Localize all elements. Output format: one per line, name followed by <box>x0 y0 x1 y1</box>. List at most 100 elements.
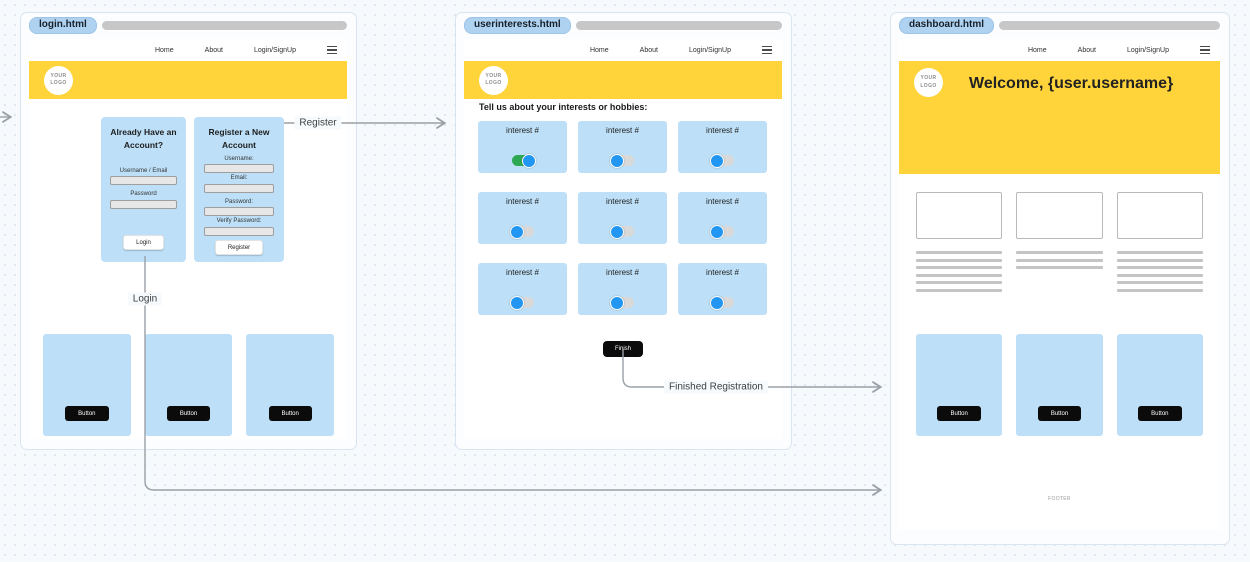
reg-email-input[interactable] <box>203 183 275 193</box>
interest-tile-label: interest # <box>706 268 739 277</box>
interest-tile: interest # <box>478 263 567 315</box>
hamburger-menu-icon[interactable] <box>327 46 337 54</box>
flow-label-finished-registration: Finished Registration <box>664 380 768 394</box>
interest-tile-label: interest # <box>506 126 539 135</box>
toggle-knob <box>521 153 536 168</box>
register-card-title: Register a New Account <box>208 127 270 150</box>
logo-circle: YOUR LOGO <box>914 68 943 97</box>
interests-prompt: Tell us about your interests or hobbies: <box>479 102 648 112</box>
interest-toggle[interactable] <box>609 153 634 168</box>
feature-card: Button <box>1016 334 1103 436</box>
nav-home[interactable]: Home <box>1027 46 1047 54</box>
logo-text: YOUR <box>485 72 502 79</box>
login-card: Already Have an Account? Username / Emai… <box>101 117 186 262</box>
feature-card-button[interactable]: Button <box>937 406 981 421</box>
nav-login-signup[interactable]: Login/SignUp <box>1126 46 1169 54</box>
interest-tile-label: interest # <box>606 126 639 135</box>
login-page: Home About Login/SignUp YOUR LOGO Alread… <box>29 39 347 439</box>
interest-toggle[interactable] <box>609 295 634 310</box>
interest-toggle[interactable] <box>509 295 534 310</box>
toggle-knob <box>709 295 724 310</box>
content-box-button[interactable]: Button <box>65 406 109 421</box>
flow-label-register: Register <box>294 116 342 130</box>
interest-tile: interest # <box>578 192 667 244</box>
dashboard-columns <box>916 192 1203 296</box>
tab-login-html[interactable]: login.html <box>29 17 97 34</box>
nav-login-signup[interactable]: Login/SignUp <box>253 46 296 54</box>
toggle-knob <box>609 224 624 239</box>
reg-verify-password-label: Verify Password: <box>216 218 262 224</box>
login-submit-button[interactable]: Login <box>123 235 164 250</box>
reg-password-input[interactable] <box>203 207 275 216</box>
register-submit-button[interactable]: Register <box>214 240 264 255</box>
password-label: Password <box>130 191 157 197</box>
url-bar[interactable] <box>999 21 1220 30</box>
content-placeholder-box <box>916 192 1003 239</box>
browser-chrome: dashboard.html <box>899 16 1220 35</box>
reg-verify-password-input[interactable] <box>203 226 275 236</box>
tab-dashboard-html[interactable]: dashboard.html <box>899 17 995 34</box>
content-box: Button <box>144 334 233 436</box>
interest-tile-label: interest # <box>606 268 639 277</box>
interest-toggle[interactable] <box>509 224 534 239</box>
hamburger-menu-icon[interactable] <box>762 46 772 54</box>
nav-home[interactable]: Home <box>589 46 609 54</box>
logo-circle: YOUR LOGO <box>479 65 508 95</box>
hamburger-menu-icon[interactable] <box>1200 46 1210 54</box>
username-email-label: Username / Email <box>119 167 168 174</box>
nav-about[interactable]: About <box>639 46 658 54</box>
top-nav: Home About Login/SignUp <box>464 39 782 61</box>
content-box: Button <box>43 334 131 436</box>
nav-login-signup[interactable]: Login/SignUp <box>688 46 731 54</box>
interest-toggle[interactable] <box>709 153 734 168</box>
welcome-heading: Welcome, {user.username} <box>969 75 1174 92</box>
footer-text: FOOTER <box>1048 496 1071 502</box>
content-box-button[interactable]: Button <box>268 406 312 421</box>
artboard-login: login.html Home About Login/SignUp YOUR … <box>20 12 357 450</box>
toggle-knob <box>509 295 524 310</box>
feature-card-button[interactable]: Button <box>1138 406 1182 421</box>
dashboard-column <box>1116 192 1203 296</box>
logo-text: LOGO <box>920 82 937 89</box>
username-email-input[interactable] <box>110 176 177 185</box>
interest-tile-label: interest # <box>606 197 639 206</box>
reg-username-input[interactable] <box>203 164 275 173</box>
artboard-dashboard: dashboard.html Home About Login/SignUp Y… <box>890 12 1230 545</box>
password-input[interactable] <box>110 199 177 209</box>
text-skeleton <box>916 251 1003 292</box>
logo-text: YOUR <box>920 75 937 81</box>
hero-banner: YOUR LOGO Welcome, {user.username} <box>899 61 1220 174</box>
url-bar[interactable] <box>575 21 782 30</box>
interest-toggle[interactable] <box>609 224 634 239</box>
interest-tile: interest # <box>678 121 767 173</box>
register-card: Register a New Account Username: Email: … <box>194 117 284 262</box>
reg-username-label: Username: <box>224 155 254 162</box>
logo-text: LOGO <box>485 80 502 86</box>
interest-tile: interest # <box>578 263 667 315</box>
interest-toggle[interactable] <box>709 224 734 239</box>
content-box-button[interactable]: Button <box>166 406 211 421</box>
logo-text: LOGO <box>50 80 67 86</box>
url-bar[interactable] <box>101 21 347 30</box>
feature-card-row: Button Button Button <box>916 334 1203 436</box>
logo-circle: YOUR LOGO <box>44 65 73 95</box>
feature-card-button[interactable]: Button <box>1037 406 1082 421</box>
dashboard-column <box>916 192 1003 296</box>
nav-home[interactable]: Home <box>154 46 174 54</box>
content-box-row: Button Button Button <box>43 334 335 436</box>
tab-userinterests-html[interactable]: userinterests.html <box>464 17 571 34</box>
dashboard-column <box>1016 192 1103 296</box>
toggle-knob <box>709 224 724 239</box>
top-nav: Home About Login/SignUp <box>29 39 347 61</box>
interest-toggle[interactable] <box>709 295 734 310</box>
header-banner: YOUR LOGO <box>29 61 347 99</box>
interest-tile: interest # <box>478 192 567 244</box>
browser-chrome: userinterests.html <box>464 16 782 35</box>
nav-about[interactable]: About <box>204 46 223 54</box>
interest-tile: interest # <box>678 192 767 244</box>
nav-about[interactable]: About <box>1077 46 1096 54</box>
finish-button[interactable]: Finish <box>602 341 644 357</box>
text-skeleton <box>1016 251 1103 269</box>
interest-toggle[interactable] <box>511 153 536 168</box>
content-placeholder-box <box>1016 192 1103 239</box>
